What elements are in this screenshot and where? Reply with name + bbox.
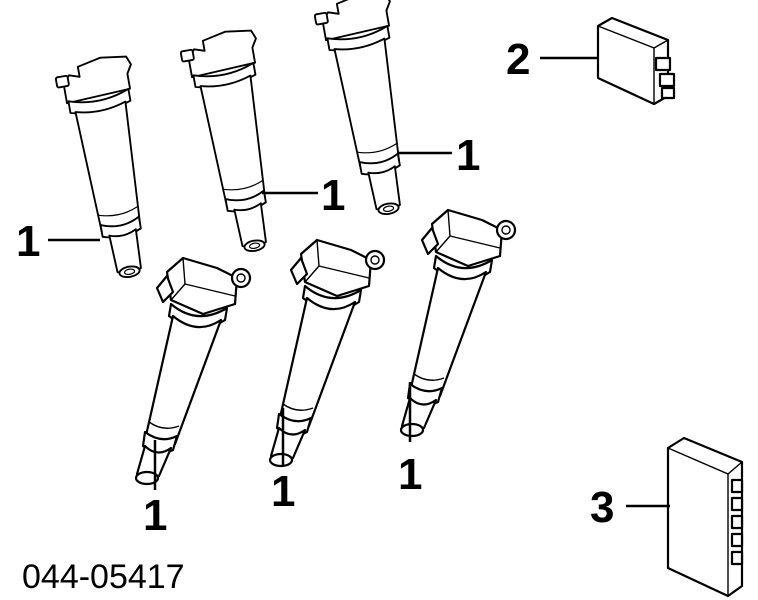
ignition-coil-tilted-left bbox=[134, 256, 252, 486]
ignition-coil-tilted-right bbox=[399, 208, 517, 438]
callout-label-coil-6: 1 bbox=[398, 450, 422, 499]
engine-control-unit bbox=[666, 436, 744, 598]
callout-label-coil-3: 1 bbox=[456, 131, 480, 180]
callout-label-coil-1: 1 bbox=[16, 217, 40, 266]
ignition-coil-tilted-middle bbox=[268, 238, 386, 468]
control-module bbox=[596, 16, 676, 106]
callout-label-coil-2: 1 bbox=[321, 171, 345, 220]
callout-label-coil-5: 1 bbox=[271, 467, 295, 516]
callout-label-module: 2 bbox=[506, 35, 530, 84]
ignition-coil-upright-left bbox=[52, 51, 169, 285]
ignition-coil-upright-middle bbox=[177, 25, 294, 259]
diagram-part-number: 044-05417 bbox=[22, 558, 185, 596]
callout-label-coil-4: 1 bbox=[143, 491, 167, 540]
callout-label-ecu: 3 bbox=[590, 483, 614, 532]
